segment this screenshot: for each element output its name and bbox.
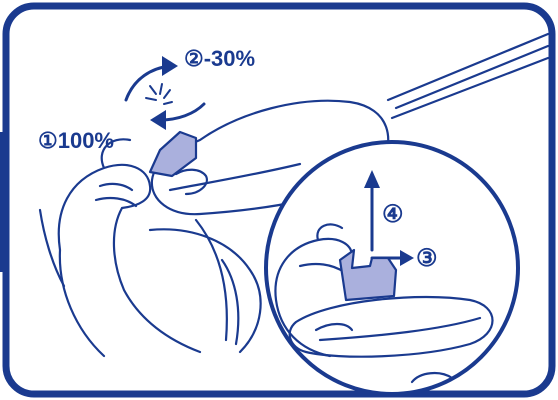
step4-label: ④ — [382, 201, 404, 228]
step3-label: ③ — [416, 245, 438, 272]
hand — [57, 138, 262, 358]
main-scene — [38, 32, 550, 358]
wiper-arm — [386, 32, 550, 120]
release-tab — [148, 130, 198, 178]
step2-label: ②-30% — [184, 46, 255, 71]
zoom-release-tab — [338, 248, 398, 302]
zoom-mount — [288, 295, 494, 358]
click-mark — [145, 83, 173, 105]
step1-label: ①100% — [38, 128, 114, 153]
zoom-inset — [264, 140, 520, 396]
